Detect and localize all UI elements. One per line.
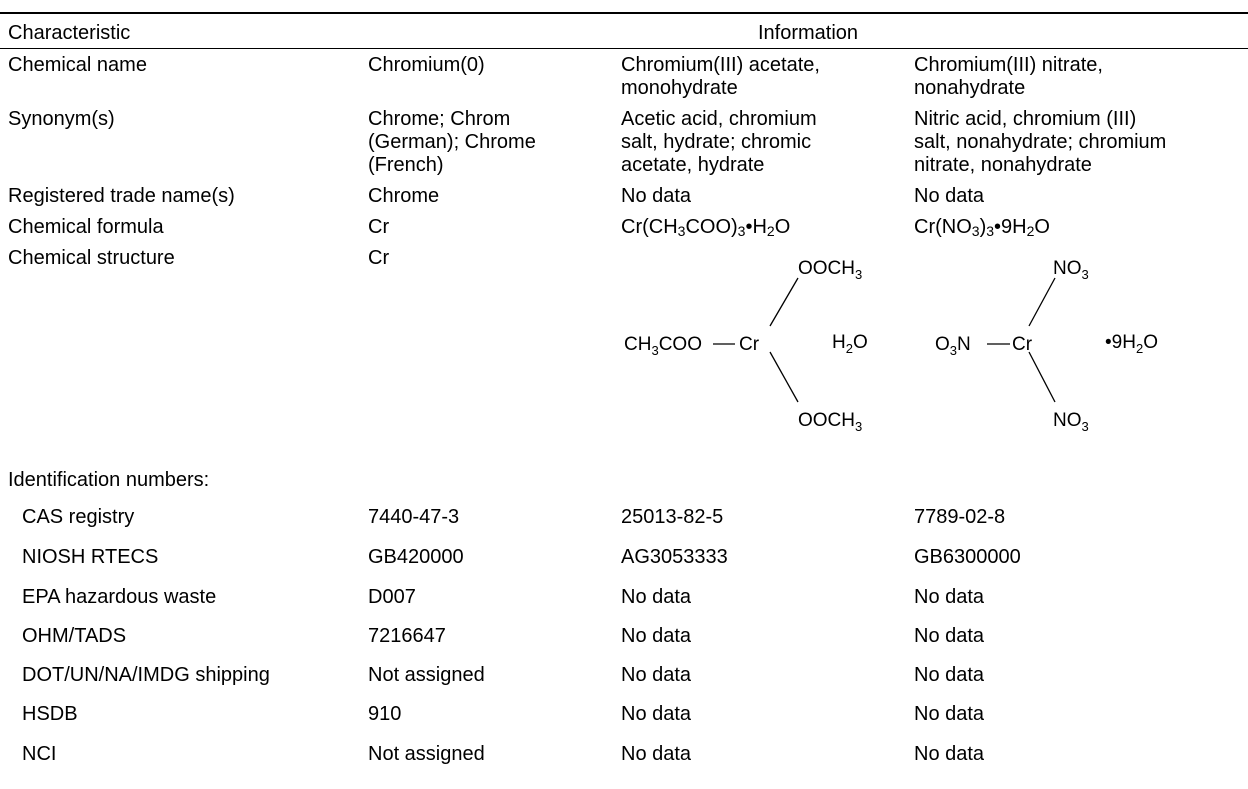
cell-formula-chromium: Cr	[368, 216, 390, 238]
row-label-nci: NCI	[22, 743, 57, 765]
cell-niosh-nitrate: GB6300000	[914, 546, 1021, 568]
acetate-water: H2O	[832, 332, 868, 356]
cell-chemical-name-chromium: Chromium(0)	[368, 54, 485, 76]
cell-formula-nitrate: Cr(NO3)3•9H2O	[914, 216, 1050, 239]
nitrate-bond-bottom	[1028, 351, 1056, 403]
acetate-structure-diagram: OOCH3 CH3COO Cr H2O OOCH3	[624, 258, 868, 434]
cell-epa-chromium: D007	[368, 586, 416, 608]
cell-formula-acetate: Cr(CH3COO)3•H2O	[621, 216, 791, 239]
cell-ohm-chromium: 7216647	[368, 625, 446, 647]
cell-nci-chromium: Not assigned	[368, 743, 485, 765]
cell-cas-chromium: 7440-47-3	[368, 506, 460, 528]
header-rule	[0, 48, 1248, 49]
cell-cas-acetate: 25013-82-5	[621, 506, 724, 528]
nitrate-structure-diagram: NO3 O3N Cr •9H2O NO3	[935, 258, 1158, 434]
cell-dot-nitrate: No data	[914, 664, 985, 686]
nitrate-bottom-group: NO3	[1053, 410, 1089, 434]
cell-epa-nitrate: No data	[914, 586, 985, 608]
acetate-top-group: OOCH3	[798, 258, 862, 282]
cell-dot-chromium: Not assigned	[368, 664, 485, 686]
cell-trade-names-chromium: Chrome	[368, 185, 440, 207]
cell-dot-acetate: No data	[621, 664, 692, 686]
cell-hsdb-chromium: 910	[368, 703, 402, 725]
acetate-bond-top	[769, 277, 799, 327]
row-label-cas: CAS registry	[22, 506, 135, 528]
cell-trade-names-nitrate: No data	[914, 185, 985, 207]
cell-synonyms-chromium: Chrome; Chrom (German); Chrome (French)	[368, 108, 536, 176]
row-label-synonyms: Synonym(s)	[8, 108, 115, 130]
nitrate-top-group: NO3	[1053, 258, 1089, 282]
row-label-niosh: NIOSH RTECS	[22, 546, 159, 568]
cell-niosh-acetate: AG3053333	[621, 546, 728, 568]
table-top-rule	[0, 12, 1248, 14]
cell-chemical-name-acetate: Chromium(III) acetate, monohydrate	[621, 54, 820, 99]
row-label-hsdb: HSDB	[22, 703, 78, 725]
header-information: Information	[757, 22, 859, 44]
cell-nci-nitrate: No data	[914, 743, 985, 765]
row-label-dot: DOT/UN/NA/IMDG shipping	[22, 664, 270, 686]
row-label-ohm: OHM/TADS	[22, 625, 127, 647]
row-label-structure: Chemical structure	[8, 247, 175, 269]
cell-hsdb-nitrate: No data	[914, 703, 985, 725]
cell-epa-acetate: No data	[621, 586, 692, 608]
acetate-center-cr: Cr	[739, 334, 760, 355]
cell-ohm-nitrate: No data	[914, 625, 985, 647]
cell-structure-chromium: Cr	[368, 247, 390, 269]
cell-nci-acetate: No data	[621, 743, 692, 765]
acetate-left-group: CH3COO	[624, 334, 702, 358]
header-characteristic: Characteristic	[8, 22, 131, 44]
cell-trade-names-acetate: No data	[621, 185, 692, 207]
acetate-bottom-group: OOCH3	[798, 410, 862, 434]
cell-cas-nitrate: 7789-02-8	[914, 506, 1006, 528]
acetate-bond-bottom	[769, 351, 799, 403]
row-label-epa: EPA hazardous waste	[22, 586, 217, 608]
row-label-formula: Chemical formula	[8, 216, 164, 238]
nitrate-left-group: O3N	[935, 334, 971, 358]
row-label-chemical-name: Chemical name	[8, 54, 147, 76]
nitrate-water: •9H2O	[1105, 332, 1158, 356]
cell-synonyms-nitrate: Nitric acid, chromium (III) salt, nonahy…	[914, 108, 1167, 176]
cell-ohm-acetate: No data	[621, 625, 692, 647]
cell-synonyms-acetate: Acetic acid, chromium salt, hydrate; chr…	[621, 108, 817, 176]
cell-hsdb-acetate: No data	[621, 703, 692, 725]
identification-heading: Identification numbers:	[8, 469, 210, 491]
nitrate-center-cr: Cr	[1012, 334, 1033, 355]
nitrate-bond-top	[1028, 277, 1056, 327]
row-label-trade-names: Registered trade name(s)	[8, 185, 235, 207]
cell-chemical-name-nitrate: Chromium(III) nitrate, nonahydrate	[914, 54, 1103, 99]
cell-niosh-chromium: GB420000	[368, 546, 464, 568]
